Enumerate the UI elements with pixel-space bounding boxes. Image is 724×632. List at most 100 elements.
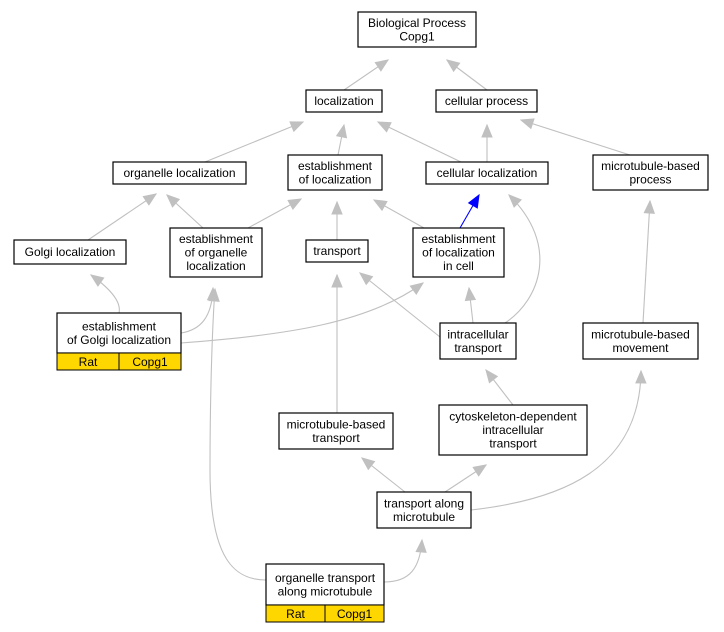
edge-tam-to-mtbt bbox=[360, 457, 406, 493]
edge-loc-to-bp bbox=[343, 59, 390, 91]
term-label-line: Golgi localization bbox=[25, 245, 116, 259]
term-box[interactable] bbox=[287, 154, 383, 191]
term-label-line: organelle transport bbox=[275, 571, 376, 585]
term-label-line: cellular localization bbox=[437, 166, 538, 180]
term-label-line: cytoskeleton-dependent bbox=[449, 410, 577, 424]
arrowhead-icon bbox=[519, 118, 535, 130]
annotation-tag-cell bbox=[118, 352, 182, 371]
term-label-line: Copg1 bbox=[399, 29, 435, 43]
arrowhead-icon bbox=[635, 369, 647, 384]
term-box[interactable] bbox=[592, 154, 709, 191]
term-label-line: transport bbox=[312, 431, 360, 445]
term-label-line: transport bbox=[454, 341, 502, 355]
term-box[interactable] bbox=[435, 89, 538, 113]
term-label-line: microtubule-based bbox=[591, 327, 690, 341]
edge-otam-to-tam bbox=[383, 538, 427, 583]
term-box[interactable] bbox=[376, 491, 472, 529]
term-label-line: establishment bbox=[421, 232, 496, 246]
edge-intra-to-cellloc bbox=[504, 194, 541, 324]
term-box[interactable] bbox=[305, 89, 383, 113]
term-node-cellloc[interactable]: cellular localization bbox=[425, 161, 549, 185]
term-box[interactable] bbox=[305, 239, 369, 263]
term-box[interactable] bbox=[412, 227, 505, 278]
arrowhead-icon bbox=[464, 286, 477, 302]
term-node-transport[interactable]: transport bbox=[305, 239, 369, 263]
edge-transport-to-estloc bbox=[331, 200, 343, 240]
edge-mtbp-to-cp bbox=[519, 118, 631, 156]
edge-line bbox=[470, 370, 642, 511]
term-box[interactable] bbox=[265, 563, 385, 606]
edge-line bbox=[359, 272, 441, 338]
arrowhead-icon bbox=[472, 464, 488, 477]
term-box[interactable] bbox=[439, 322, 517, 360]
term-box[interactable] bbox=[438, 404, 588, 456]
term-box[interactable] bbox=[357, 11, 477, 48]
edge-estloccell-to-estloc bbox=[372, 199, 425, 229]
edge-estgolgi-to-estloccell bbox=[180, 282, 425, 344]
term-label-line: establishment bbox=[298, 159, 373, 173]
edge-layer bbox=[87, 59, 656, 583]
term-node-cp[interactable]: cellular process bbox=[435, 89, 538, 113]
arrowhead-icon bbox=[643, 199, 656, 214]
edge-estloc-to-loc bbox=[335, 123, 348, 156]
arrowhead-icon bbox=[445, 59, 461, 73]
edge-line bbox=[180, 282, 424, 344]
term-label-line: intracellular bbox=[482, 423, 543, 437]
edge-cellloc-to-cp bbox=[481, 123, 493, 162]
arrowhead-icon bbox=[331, 200, 343, 215]
term-box[interactable] bbox=[56, 312, 182, 354]
term-label-line: microtubule-based bbox=[287, 417, 386, 431]
term-node-orgloc[interactable]: organelle localization bbox=[112, 161, 247, 185]
edge-line bbox=[383, 539, 423, 583]
term-label-line: cellular process bbox=[445, 94, 528, 108]
term-node-loc[interactable]: localization bbox=[305, 89, 383, 113]
annotation-tag-label: Copg1 bbox=[132, 355, 168, 369]
term-box[interactable] bbox=[112, 161, 247, 185]
term-box[interactable] bbox=[425, 161, 549, 185]
term-box[interactable] bbox=[278, 412, 394, 450]
arrowhead-icon bbox=[208, 287, 220, 302]
arrowhead-icon bbox=[485, 368, 499, 384]
term-label-line: of localization bbox=[422, 246, 495, 260]
term-box[interactable] bbox=[169, 227, 263, 278]
edge-cdit-to-intra bbox=[485, 368, 514, 406]
arrowhead-icon bbox=[409, 282, 425, 295]
term-label-line: of organelle bbox=[185, 246, 248, 260]
edge-line bbox=[180, 287, 214, 334]
term-box[interactable] bbox=[13, 239, 127, 265]
edge-cellloc-to-loc bbox=[376, 121, 462, 163]
term-label-line: establishment bbox=[179, 232, 254, 246]
term-node-golgiloc[interactable]: Golgi localization bbox=[13, 239, 127, 265]
term-label-line: process bbox=[629, 172, 671, 186]
edge-estgolgi-to-golgiloc bbox=[89, 274, 120, 314]
term-label-line: of Golgi localization bbox=[67, 333, 171, 347]
arrowhead-icon bbox=[358, 272, 374, 286]
arrowhead-icon bbox=[374, 59, 390, 72]
edge-tam-to-mtbm bbox=[470, 369, 647, 511]
arrowhead-icon bbox=[360, 457, 376, 471]
term-label-line: transport bbox=[313, 244, 361, 258]
term-label-line: organelle localization bbox=[123, 166, 235, 180]
term-box[interactable] bbox=[582, 322, 699, 360]
arrowhead-icon bbox=[166, 194, 181, 208]
edge-tam-to-cdit bbox=[444, 464, 488, 493]
term-node-cdit[interactable]: cytoskeleton-dependentintracellulartrans… bbox=[438, 404, 588, 456]
arrowhead-icon bbox=[289, 121, 305, 133]
term-label-line: localization bbox=[186, 259, 245, 273]
arrowhead-icon bbox=[376, 121, 392, 133]
term-label-line: Biological Process bbox=[368, 16, 466, 30]
term-label-line: intracellular bbox=[447, 327, 508, 341]
